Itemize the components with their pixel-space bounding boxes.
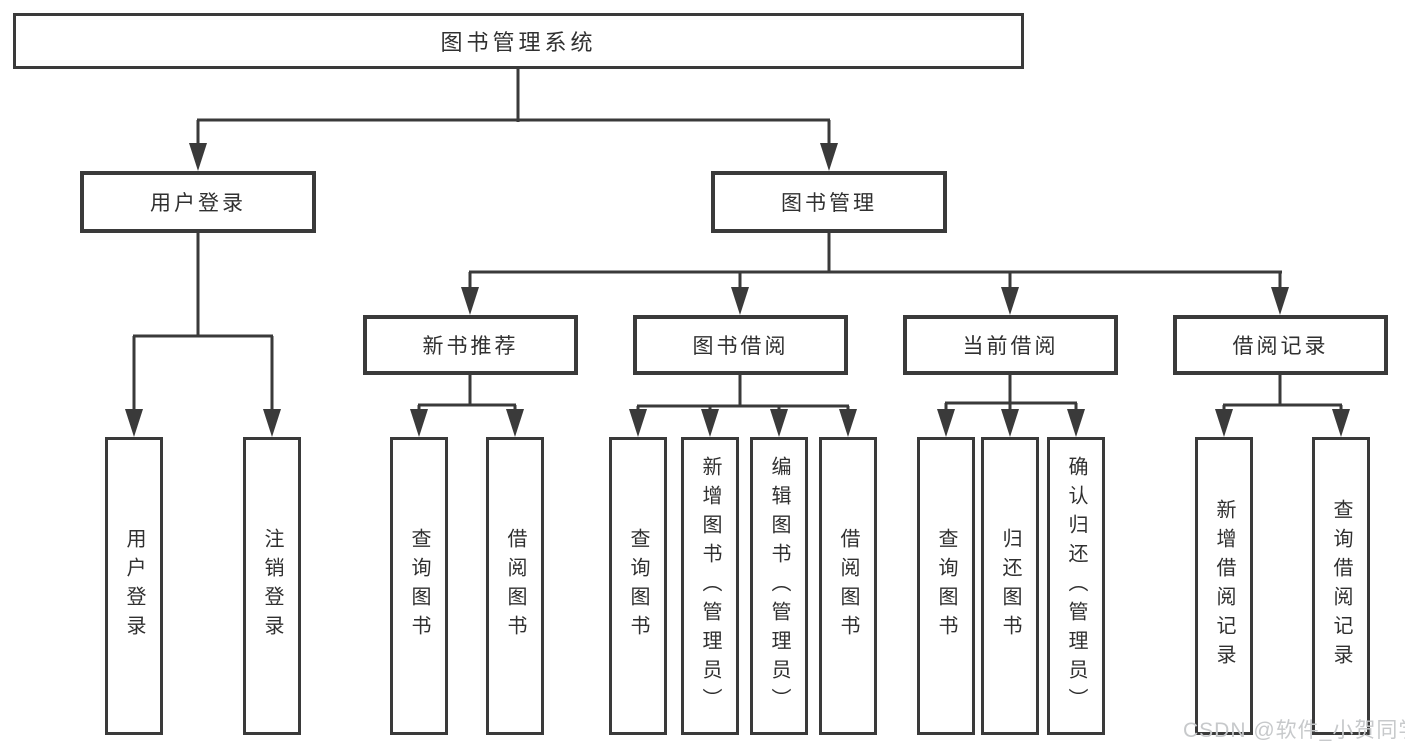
- arrow-down-icon: [770, 409, 788, 437]
- node-leaf-user-login: 用户登录: [105, 437, 163, 735]
- arrow-down-icon: [1001, 409, 1019, 437]
- node-user-login: 用户登录: [80, 171, 316, 233]
- arrow-down-icon: [189, 143, 207, 171]
- arrow-down-icon: [263, 409, 281, 437]
- arrow-down-icon: [1332, 409, 1350, 437]
- arrow-down-icon: [410, 409, 428, 437]
- node-leaf-query-books-current: 查询图书: [917, 437, 975, 735]
- arrow-down-icon: [629, 409, 647, 437]
- arrow-down-icon: [1067, 409, 1085, 437]
- arrow-down-icon: [1215, 409, 1233, 437]
- node-leaf-edit-books-admin: 编辑图书（管理员）: [750, 437, 808, 735]
- node-book-borrowing: 图书借阅: [633, 315, 848, 375]
- arrow-down-icon: [937, 409, 955, 437]
- node-leaf-query-books-borrowing: 查询图书: [609, 437, 667, 735]
- node-leaf-add-borrow-record: 新增借阅记录: [1195, 437, 1253, 735]
- node-current-borrowing: 当前借阅: [903, 315, 1118, 375]
- arrow-down-icon: [701, 409, 719, 437]
- arrow-down-icon: [125, 409, 143, 437]
- arrow-down-icon: [839, 409, 857, 437]
- arrow-down-icon: [1001, 287, 1019, 315]
- node-root-library-system: 图书管理系统: [13, 13, 1024, 69]
- node-leaf-borrow-books: 借阅图书: [819, 437, 877, 735]
- node-leaf-return-books: 归还图书: [981, 437, 1039, 735]
- arrow-down-icon: [461, 287, 479, 315]
- node-new-book-recommend: 新书推荐: [363, 315, 578, 375]
- node-leaf-query-borrow-record: 查询借阅记录: [1312, 437, 1370, 735]
- node-leaf-add-books-admin: 新增图书（管理员）: [681, 437, 739, 735]
- node-leaf-borrow-books-recommend: 借阅图书: [486, 437, 544, 735]
- node-leaf-logout: 注销登录: [243, 437, 301, 735]
- arrow-down-icon: [1271, 287, 1289, 315]
- node-borrowing-records: 借阅记录: [1173, 315, 1388, 375]
- node-leaf-query-books-recommend: 查询图书: [390, 437, 448, 735]
- arrow-down-icon: [731, 287, 749, 315]
- node-book-management: 图书管理: [711, 171, 947, 233]
- arrow-down-icon: [820, 143, 838, 171]
- node-leaf-confirm-return-admin: 确认归还（管理员）: [1047, 437, 1105, 735]
- csdn-watermark: CSDN @软件_小贺同学: [1183, 719, 1405, 742]
- arrow-down-icon: [506, 409, 524, 437]
